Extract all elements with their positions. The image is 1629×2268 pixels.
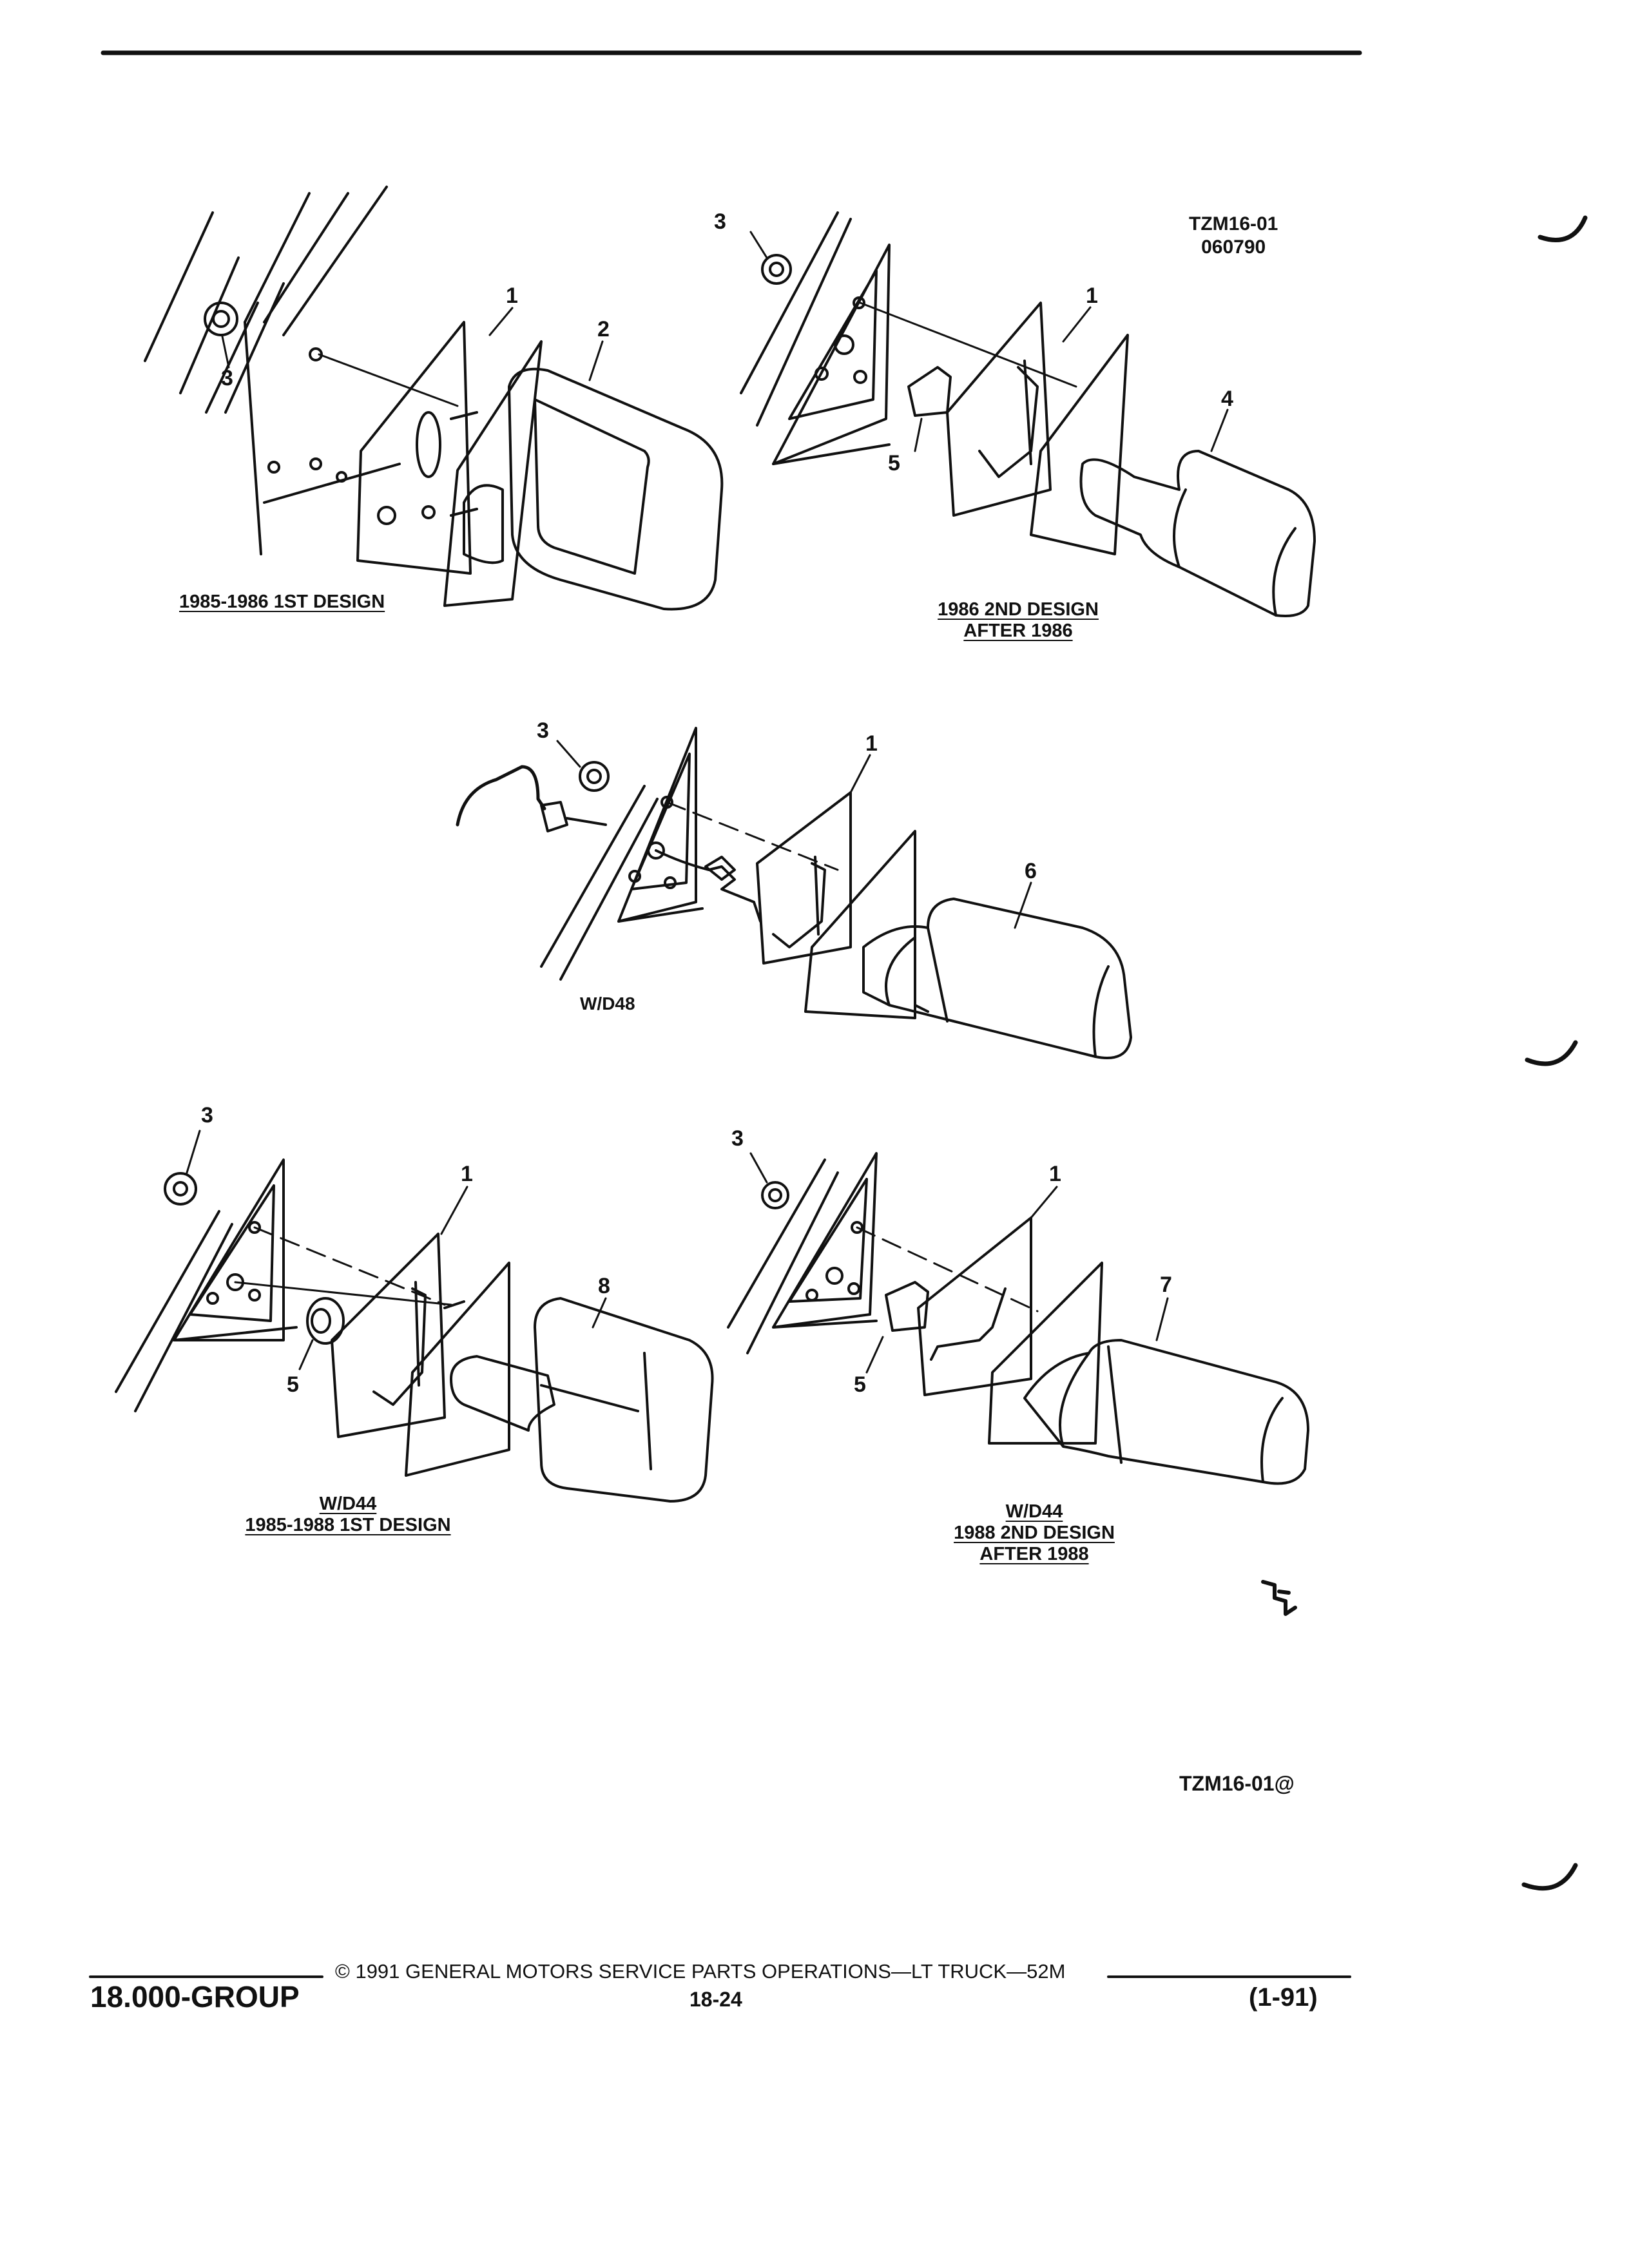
callout-number: 5: [287, 1372, 299, 1397]
drawing-code: TZM16-01 060790: [1189, 213, 1278, 259]
alignment-line: [666, 801, 839, 871]
binder-mark: [1537, 215, 1588, 242]
alignment-line: [856, 1226, 1039, 1312]
footer-revision-date: (1-91): [1249, 1983, 1318, 2012]
caption-line: AFTER 1988: [979, 1544, 1089, 1564]
assembly-1985-1986-1st-design: [144, 186, 724, 611]
assembly-1986-2nd-design: [740, 211, 1316, 617]
drawing-code-id: TZM16-01: [1189, 213, 1278, 235]
assembly-w-d44-1st-design: [115, 1129, 714, 1503]
callout-number: 3: [537, 718, 549, 743]
leader: [1155, 1297, 1169, 1341]
seal-5: [907, 366, 952, 452]
caption-bottom-right: W/D44 1988 2ND DESIGN AFTER 1988: [938, 1501, 1131, 1565]
caption-line: 1985-1986 1ST DESIGN: [179, 591, 385, 612]
mirror-4: [1030, 334, 1316, 617]
footer-page-number: 18-24: [689, 1988, 742, 2011]
mirror-6: [804, 830, 1132, 1059]
caption-bottom-left: W/D44 1985-1988 1ST DESIGN: [226, 1494, 470, 1536]
door-panel: [540, 727, 704, 981]
leader: [849, 754, 871, 794]
callout-number: 8: [598, 1274, 610, 1298]
binder-mark: [1521, 1863, 1578, 1891]
seal-5: [865, 1281, 929, 1374]
mounting-bracket: [356, 321, 478, 575]
callout-number: 2: [597, 317, 610, 341]
callout-number: 5: [888, 451, 900, 476]
connector: [655, 849, 762, 923]
footer-group: 18.000-GROUP: [90, 1980, 300, 2013]
leader: [1030, 1186, 1058, 1219]
callout-number: 3: [201, 1103, 213, 1128]
spacer-5: [298, 1297, 345, 1370]
callout-number: 4: [1221, 387, 1233, 411]
mounting-bracket: [756, 791, 852, 965]
callout-number: 7: [1160, 1273, 1172, 1297]
mounting-nut: [749, 231, 792, 285]
callout-number: 1: [865, 731, 878, 756]
callout-number: 3: [714, 209, 726, 234]
leader: [1014, 881, 1032, 929]
mounting-nut: [749, 1152, 789, 1209]
caption-line: 1985-1988 1ST DESIGN: [245, 1515, 451, 1535]
caption-line: AFTER 1986: [963, 620, 1073, 641]
callout-number: 1: [506, 284, 518, 308]
mirror-2: [443, 340, 724, 611]
alignment-line: [859, 302, 1077, 388]
leader: [1210, 408, 1229, 452]
alignment-line: [253, 1226, 446, 1306]
mounting-bracket: [917, 1216, 1032, 1396]
callout-number: 1: [1049, 1162, 1061, 1186]
figure-reference: TZM16-01@: [1179, 1772, 1295, 1795]
mounting-nut: [556, 740, 610, 792]
leader: [440, 1186, 468, 1235]
leader: [1062, 306, 1092, 343]
door-panel: [740, 211, 891, 465]
caption-top-right: 1986 2ND DESIGN AFTER 1986: [921, 599, 1115, 642]
callout-number: 5: [854, 1372, 866, 1397]
drawing-code-date: 060790: [1201, 236, 1266, 258]
callout-number: 6: [1025, 859, 1037, 883]
caption-line: 1986 2ND DESIGN: [938, 599, 1099, 620]
callout-number: 1: [461, 1162, 473, 1186]
caption-middle: W/D48: [580, 994, 635, 1014]
callout-number: 3: [221, 366, 233, 390]
caption-line: W/D48: [580, 994, 635, 1014]
mounting-nut: [164, 1129, 201, 1206]
caption-line: 1988 2ND DESIGN: [954, 1523, 1115, 1543]
callout-number: 1: [1086, 284, 1098, 308]
assembly-w-d44-2nd-design: [727, 1152, 1309, 1485]
assembly-w-d48: [456, 727, 1132, 1059]
mounting-nut: [204, 302, 238, 369]
footer-copyright: © 1991 GENERAL MOTORS SERVICE PARTS OPER…: [335, 1960, 1066, 1983]
door-panel: [144, 186, 401, 555]
caption-line: W/D44: [319, 1494, 377, 1514]
mounting-bracket: [946, 302, 1052, 517]
leader: [592, 1297, 607, 1329]
alignment-line: [318, 353, 459, 407]
logo-mark-icon: [1261, 1580, 1297, 1616]
wire-harness: [456, 765, 607, 832]
mirror-8: [405, 1262, 714, 1503]
callout-number: 3: [731, 1126, 744, 1151]
leader: [488, 307, 514, 336]
door-panel: [727, 1152, 878, 1354]
door-panel: [115, 1158, 298, 1412]
leader: [588, 340, 604, 381]
caption-top-left: 1985-1986 1ST DESIGN: [179, 591, 385, 613]
caption-line: W/D44: [1005, 1501, 1063, 1522]
mirror-7: [988, 1262, 1309, 1485]
binder-mark: [1525, 1040, 1578, 1066]
